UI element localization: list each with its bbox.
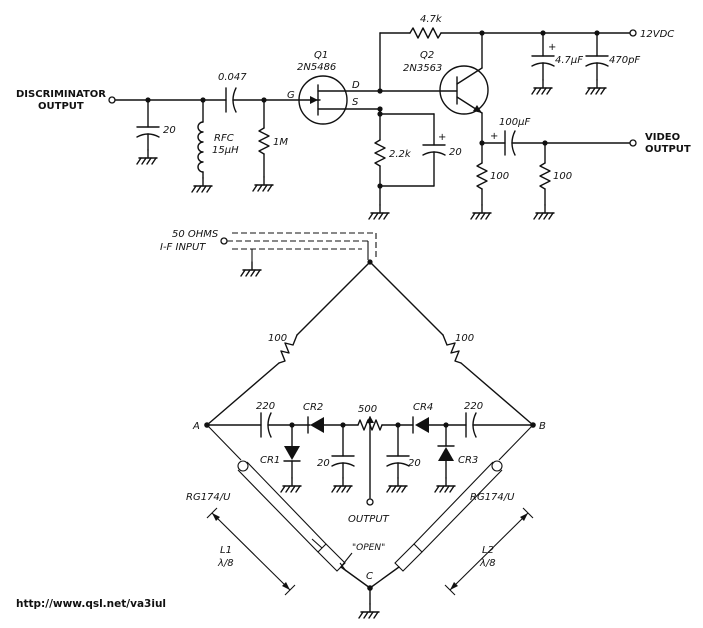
resistor-100-right: 100 <box>442 333 474 364</box>
diode-cr3: CR3 <box>434 424 478 493</box>
video-amplifier: DISCRIMINATOR OUTPUT 20 RFC 15µH <box>16 14 691 220</box>
svg-text:100: 100 <box>455 333 474 344</box>
svg-text:470pF: 470pF <box>609 55 640 66</box>
discriminator-label-2: OUTPUT <box>38 101 84 112</box>
svg-text:D: D <box>352 80 360 91</box>
svg-text:RFC: RFC <box>214 133 234 144</box>
supply-terminal <box>629 29 637 37</box>
potentiometer-500: 500 OUTPUT <box>348 404 414 525</box>
capacitor-47uf: + 4.7µF <box>531 32 583 95</box>
capacitor-20-right: 20 <box>386 424 421 493</box>
capacitor-20-left: 20 <box>317 424 355 493</box>
svg-text:OUTPUT: OUTPUT <box>645 144 691 155</box>
svg-text:CR1: CR1 <box>260 455 280 466</box>
capacitor-20pf: 20 <box>136 99 176 165</box>
svg-text:I-F INPUT: I-F INPUT <box>160 242 206 253</box>
svg-text:"OPEN": "OPEN" <box>352 543 385 553</box>
svg-text:+: + <box>548 42 556 53</box>
svg-text:OUTPUT: OUTPUT <box>348 514 390 525</box>
svg-text:15µH: 15µH <box>212 145 239 156</box>
resistor-100-emitter: 100 <box>470 142 509 220</box>
svg-text:+: + <box>490 131 498 142</box>
svg-text:20: 20 <box>449 147 462 158</box>
svg-text:2N5486: 2N5486 <box>297 62 336 73</box>
video-terminal <box>629 139 637 147</box>
diode-cr1: CR1 <box>260 424 302 493</box>
capacitor-100uf: + 100µF <box>490 117 530 156</box>
svg-text:100: 100 <box>268 333 287 344</box>
svg-text:20: 20 <box>317 458 330 469</box>
svg-text:Q1: Q1 <box>314 50 328 61</box>
input-terminal <box>108 96 116 104</box>
coax-l2: RG174/U L2 λ/8 <box>369 424 534 596</box>
svg-text:A: A <box>192 421 200 432</box>
svg-text:C: C <box>366 571 373 582</box>
svg-text:λ/8: λ/8 <box>217 558 234 569</box>
capacitor-220-left: 220 <box>256 401 275 438</box>
svg-text:CR4: CR4 <box>413 402 433 413</box>
svg-text:G: G <box>287 90 295 101</box>
svg-text:220: 220 <box>256 401 275 412</box>
rfc-inductor: RFC 15µH <box>191 99 239 193</box>
svg-text:100: 100 <box>553 171 572 182</box>
capacitor-source-20: + 20 <box>422 113 462 187</box>
if-input-terminal <box>220 237 228 245</box>
capacitor-0047: 0.047 <box>218 72 321 113</box>
capacitor-470pf: 470pF <box>585 32 640 95</box>
svg-text:CR3: CR3 <box>458 455 478 466</box>
svg-text:Q2: Q2 <box>420 50 434 61</box>
svg-text:L1: L1 <box>220 545 232 556</box>
svg-text:VIDEO: VIDEO <box>645 132 680 143</box>
svg-text:100: 100 <box>490 171 509 182</box>
svg-text:20: 20 <box>163 125 176 136</box>
svg-text:1M: 1M <box>273 137 288 148</box>
svg-text:2.2k: 2.2k <box>389 149 412 160</box>
svg-text:2N3563: 2N3563 <box>403 63 442 74</box>
svg-text:100µF: 100µF <box>499 117 530 128</box>
svg-text:RG174/U: RG174/U <box>470 492 515 503</box>
resistor-100-left: 100 <box>268 333 298 364</box>
output-terminal <box>366 498 374 506</box>
bridge-detector: 50 OHMS I-F INPUT 100 100 A B <box>160 229 546 619</box>
svg-text:+: + <box>438 132 446 143</box>
svg-text:CR2: CR2 <box>303 402 323 413</box>
svg-text:220: 220 <box>464 401 483 412</box>
svg-text:L2: L2 <box>482 545 494 556</box>
resistor-1m: 1M <box>252 99 288 192</box>
diode-cr2: CR2 <box>303 402 359 434</box>
svg-text:4.7k: 4.7k <box>420 14 443 25</box>
resistor-100-load: 100 <box>533 142 572 220</box>
svg-text:0.047: 0.047 <box>218 72 247 83</box>
resistor-4k7: 4.7k <box>409 14 443 39</box>
svg-text:50 OHMS: 50 OHMS <box>172 229 219 240</box>
q1-jfet: Q1 2N5486 G D S <box>287 50 381 125</box>
svg-text:12VDC: 12VDC <box>640 29 674 40</box>
svg-text:500: 500 <box>358 404 377 415</box>
resistor-2k2: 2.2k <box>374 113 412 206</box>
discriminator-label-1: DISCRIMINATOR <box>16 89 106 100</box>
svg-text:S: S <box>352 97 359 108</box>
diode-cr4: CR4 <box>412 402 467 434</box>
capacitor-220-right: 220 <box>464 401 483 438</box>
svg-text:B: B <box>539 421 546 432</box>
footer-url: http://www.qsl.net/va3iul <box>16 598 166 610</box>
svg-text:λ/8: λ/8 <box>479 558 496 569</box>
svg-text:RG174/U: RG174/U <box>186 492 231 503</box>
q2-transistor: Q2 2N3563 <box>379 32 489 144</box>
svg-text:4.7µF: 4.7µF <box>555 55 583 66</box>
svg-text:20: 20 <box>408 458 421 469</box>
